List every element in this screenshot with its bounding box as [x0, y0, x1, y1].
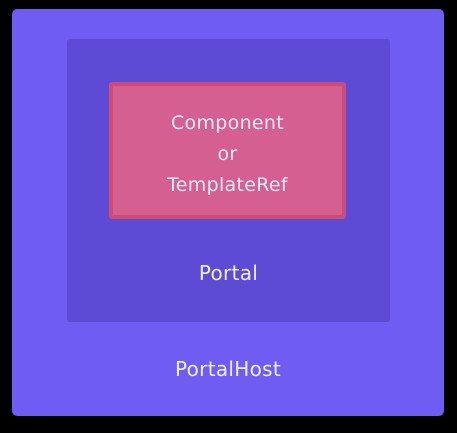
portal-host-label: PortalHost — [175, 357, 281, 381]
component-label: Component or TemplateRef — [113, 108, 342, 201]
portal-label: Portal — [198, 261, 259, 285]
component-label-line1: Component — [170, 112, 284, 134]
component-label-line2: or — [217, 143, 238, 165]
component-box: Component or TemplateRef — [109, 82, 346, 219]
component-label-line3: TemplateRef — [167, 174, 288, 196]
portal-box: Component or TemplateRef Portal — [67, 39, 390, 322]
portal-host-box: Component or TemplateRef Portal PortalHo… — [12, 9, 444, 416]
